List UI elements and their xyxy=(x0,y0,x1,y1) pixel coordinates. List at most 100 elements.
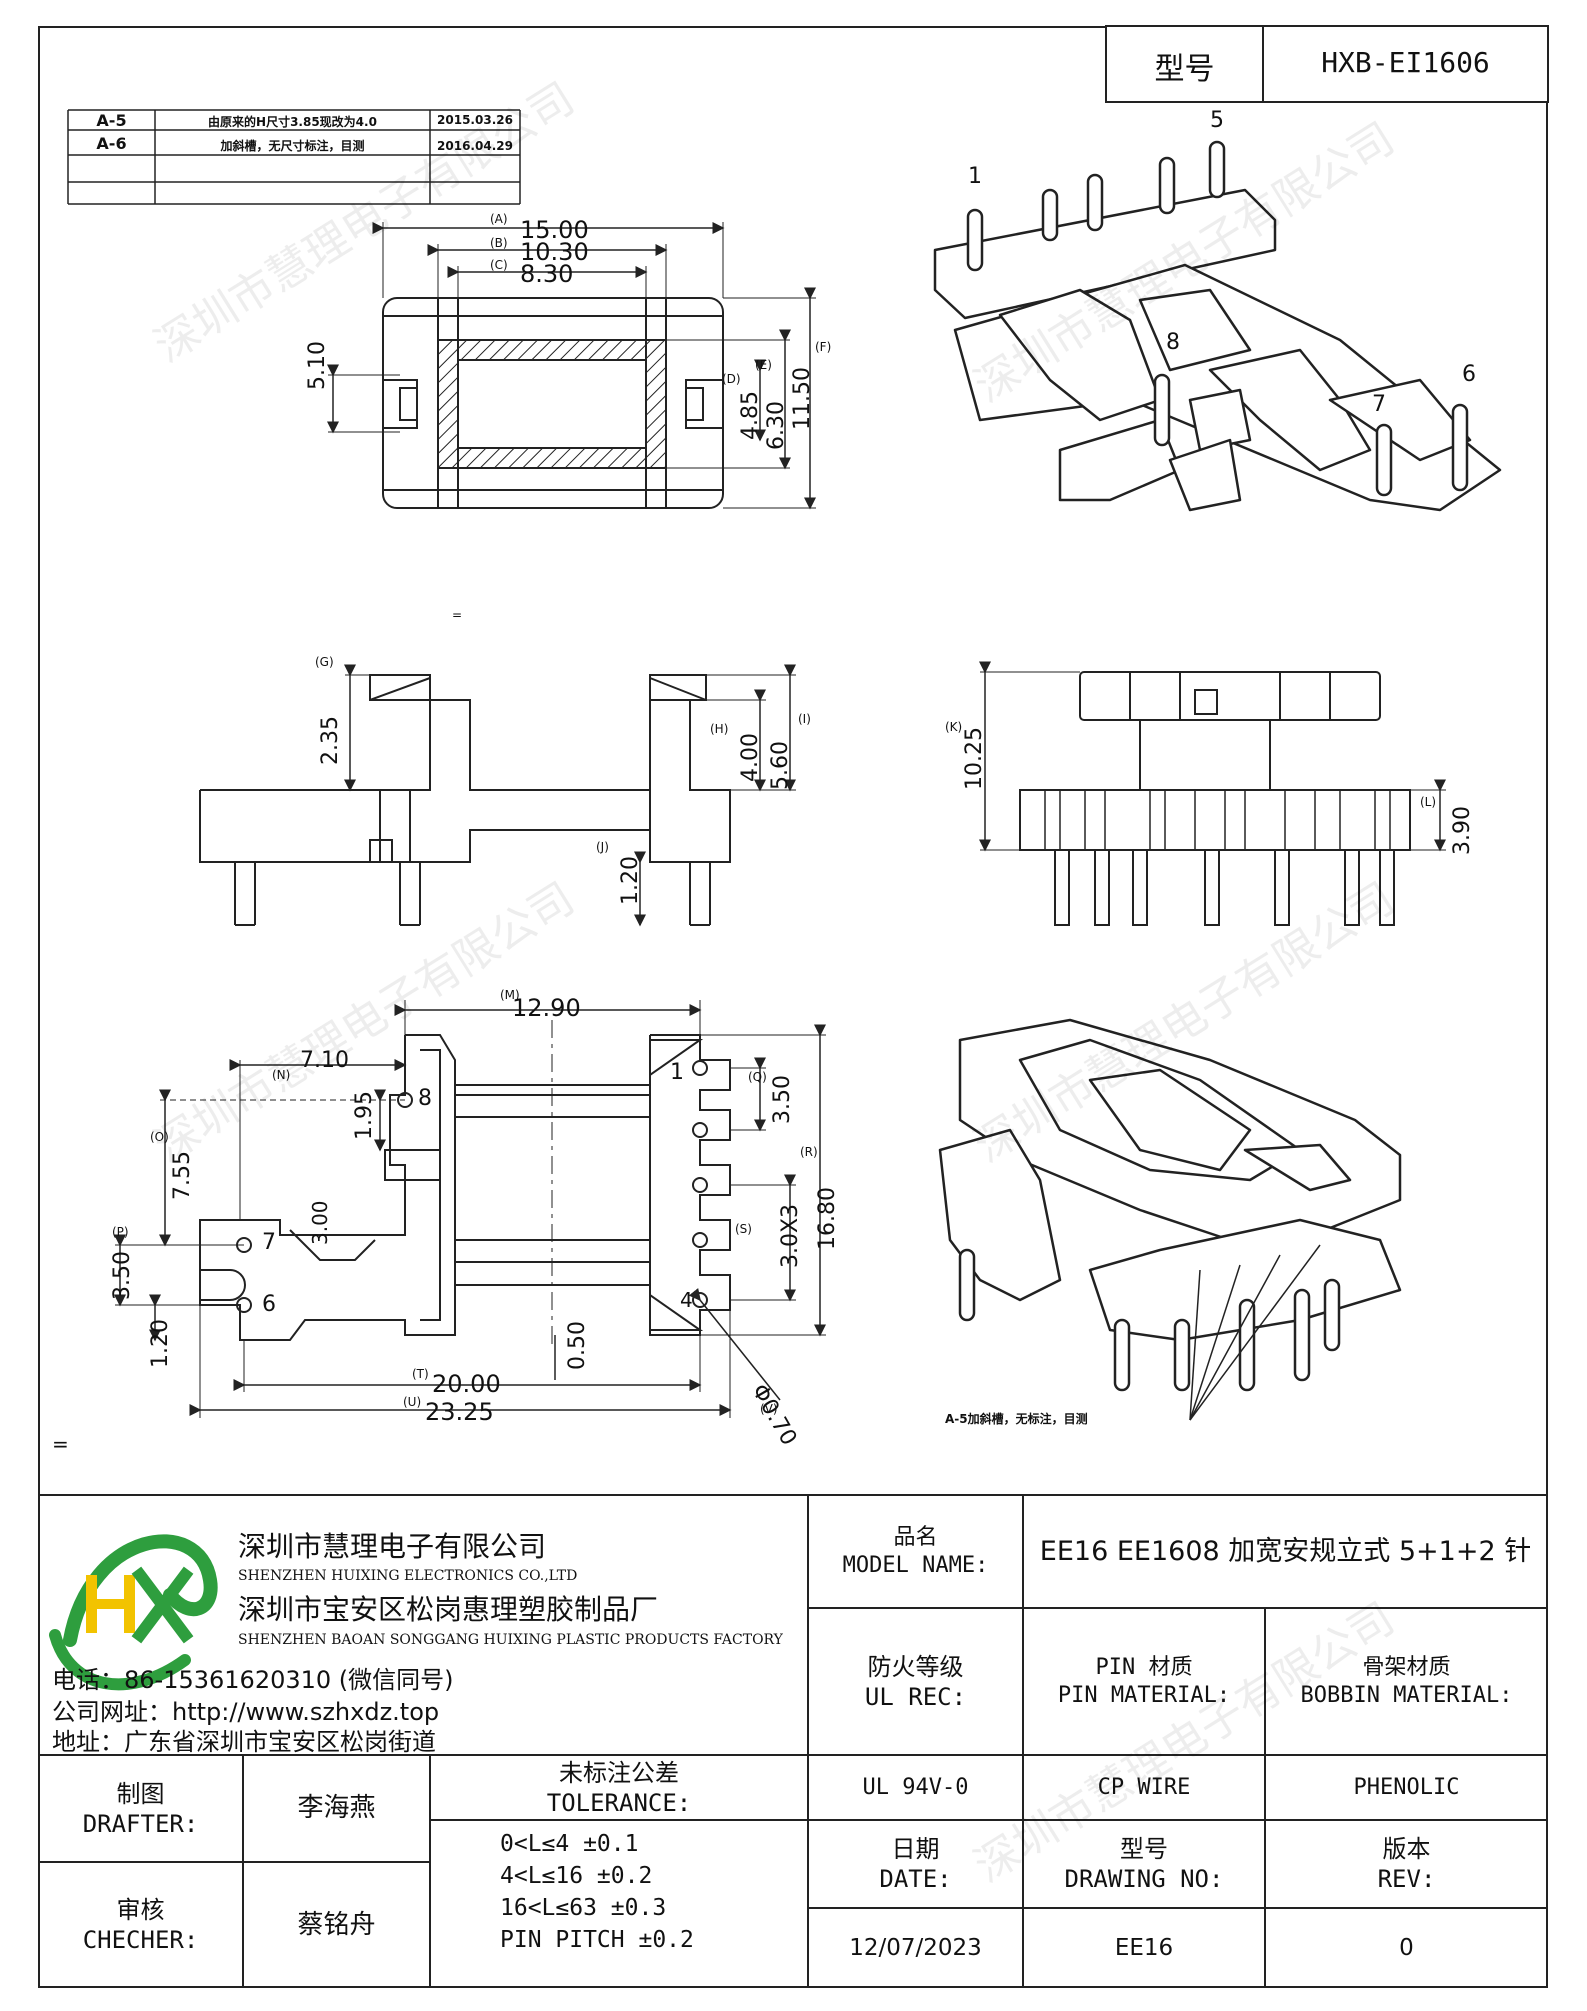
model-name-label: 品名 MODEL NAME: xyxy=(808,1495,1023,1608)
company-name-en: SHENZHEN HUIXING ELECTRONICS CO.,LTD xyxy=(238,1568,578,1584)
checker-label: 审核 CHECHER: xyxy=(38,1862,243,1988)
checker-label-cn: 审核 xyxy=(116,1896,165,1924)
tolerance-line: 0<L≤4 ±0.1 xyxy=(500,1831,639,1857)
company-name-cn: 深圳市慧理电子有限公司 xyxy=(238,1530,547,1563)
pin-label: 6 xyxy=(1462,362,1476,387)
bobbin-material-label: 骨架材质 BOBBIN MATERIAL: xyxy=(1265,1608,1548,1755)
pin-label: 5 xyxy=(1210,108,1224,133)
dim-p2: 1.20 xyxy=(148,1319,173,1368)
tolerance-line: 16<L≤63 ±0.3 xyxy=(500,1895,667,1921)
checker-name: 蔡铭舟 xyxy=(297,1909,376,1940)
bobbin-material-en: BOBBIN MATERIAL: xyxy=(1300,1682,1513,1708)
dim-letter-q: (Q) xyxy=(748,1070,767,1084)
model-box-value: HXB-EI1606 xyxy=(1321,46,1490,79)
tolerance-label-en: TOLERANCE: xyxy=(546,1788,692,1817)
dim-letter-j: (J) xyxy=(596,840,609,854)
model-name-label-cn: 品名 xyxy=(893,1525,938,1550)
ul-value: UL 94V-0 xyxy=(862,1774,969,1800)
dim-letter-l: (L) xyxy=(1420,795,1437,809)
dim-letter-k: (K) xyxy=(945,720,963,734)
dim-top-left: 5.10 xyxy=(305,341,330,390)
revision-date: 2015.03.26 xyxy=(437,113,513,127)
rev-value: 0 xyxy=(1399,1934,1414,1961)
tolerance-line: PIN PITCH ±0.2 xyxy=(500,1927,694,1953)
iso-bottom-view xyxy=(938,1018,1402,1421)
bobbin-material-cn: 骨架材质 xyxy=(1362,1655,1451,1680)
rev-label-en: REV: xyxy=(1377,1865,1436,1893)
stray-mark: = xyxy=(52,1432,69,1456)
dim-195: 1.95 xyxy=(352,1091,377,1140)
factory-name-cn: 深圳市宝安区松岗惠理塑胶制品厂 xyxy=(238,1593,659,1626)
pin-label: 4 xyxy=(680,1288,693,1312)
top-view xyxy=(327,222,816,510)
dim-m: 12.90 xyxy=(512,994,581,1022)
dim-letter-f: (F) xyxy=(815,340,832,354)
pin-label: 6 xyxy=(262,1292,276,1317)
side-front-view xyxy=(199,664,796,927)
dim-p: 3.50 xyxy=(110,1251,135,1300)
dim-letter-a: (A) xyxy=(490,212,508,226)
model-box xyxy=(1105,25,1549,103)
drawing-frame xyxy=(38,26,1548,1988)
dim-e: 6.30 xyxy=(764,401,789,450)
ul-label-en: UL REC: xyxy=(864,1682,967,1711)
bobbin-material-value: PHENOLIC xyxy=(1353,1774,1460,1800)
dim-l: 3.90 xyxy=(1450,806,1475,855)
rev-label: 版本 REV: xyxy=(1265,1820,1548,1908)
dim-letter-b: (B) xyxy=(490,236,508,250)
date-label-cn: 日期 xyxy=(891,1835,940,1863)
dim-t: 20.00 xyxy=(432,1370,501,1398)
dim-letter-e: (E) xyxy=(755,358,772,372)
dim-letter-t: (T) xyxy=(412,1367,429,1381)
drawing-no-label: 型号 DRAWING NO: xyxy=(1023,1820,1265,1908)
tolerance-table: 0<L≤4 ±0.1 4<L≤16 ±0.2 16<L≤63 ±0.3 PIN … xyxy=(500,1828,800,1956)
dim-j: 1.20 xyxy=(618,856,643,905)
pin-label: 8 xyxy=(1166,330,1180,355)
revision-desc: 由原来的H尺寸3.85现改为4.0 xyxy=(208,115,377,129)
drafter-label: 制图 DRAFTER: xyxy=(38,1755,243,1862)
revision-rev: A-5 xyxy=(96,111,127,130)
model-name-value: EE16 EE1608 加宽安规立式 5+1+2 针 xyxy=(1039,1535,1532,1567)
iso-top-view xyxy=(933,140,1502,512)
dim-n: 7.10 xyxy=(300,1048,349,1073)
dim-d: 4.85 xyxy=(738,391,763,440)
revision-table xyxy=(67,109,521,205)
pin-label: 1 xyxy=(968,164,982,189)
tolerance-label: 未标注公差 TOLERANCE: xyxy=(430,1755,808,1820)
ul-label-cn: 防火等级 xyxy=(867,1652,964,1681)
company-address: 地址：广东省深圳市宝安区松岗街道 xyxy=(52,1728,436,1756)
date-value: 12/07/2023 xyxy=(849,1934,982,1961)
pin-material-en: PIN MATERIAL: xyxy=(1057,1682,1231,1708)
dim-letter-c: (C) xyxy=(490,258,508,272)
bottom-view xyxy=(114,1000,826,1418)
dim-letter-n: (N) xyxy=(272,1068,291,1082)
pin-label: 1 xyxy=(670,1060,684,1085)
company-phone: 电话：86-15361620310 (微信同号) xyxy=(52,1666,454,1694)
drawing-no-value: EE16 xyxy=(1114,1934,1174,1961)
model-name-label-en: MODEL NAME: xyxy=(842,1552,989,1578)
ul-label: 防火等级 UL REC: xyxy=(808,1608,1023,1755)
dim-letter-r: (R) xyxy=(800,1145,818,1159)
checker-label-en: CHECHER: xyxy=(82,1926,199,1954)
dim-letter-s: (S) xyxy=(735,1222,752,1236)
revision-desc: 加斜槽，无尺寸标注，目测 xyxy=(220,139,365,153)
dim-i: 5.60 xyxy=(768,741,793,790)
dim-300: 3.00 xyxy=(308,1200,332,1245)
dim-c: 8.30 xyxy=(520,260,574,288)
stray-mark: = xyxy=(452,608,463,622)
pin-label: 7 xyxy=(1372,392,1386,417)
drafter-label-en: DRAFTER: xyxy=(82,1809,199,1838)
pin-label: 8 xyxy=(418,1086,432,1111)
dim-r: 16.80 xyxy=(815,1187,840,1250)
dim-letter-h: (H) xyxy=(710,722,729,736)
dim-u: 23.25 xyxy=(425,1398,494,1426)
company-logo xyxy=(49,1534,218,1691)
dim-letter-d: (D) xyxy=(722,372,741,386)
company-website: 公司网址：http://www.szhxdz.top xyxy=(52,1698,440,1726)
revision-rev: A-6 xyxy=(96,134,127,153)
pin-label: 7 xyxy=(262,1230,276,1255)
rev-label-cn: 版本 xyxy=(1382,1835,1431,1863)
dim-letter-g: (G) xyxy=(315,655,334,669)
revision-date: 2016.04.29 xyxy=(437,139,513,153)
